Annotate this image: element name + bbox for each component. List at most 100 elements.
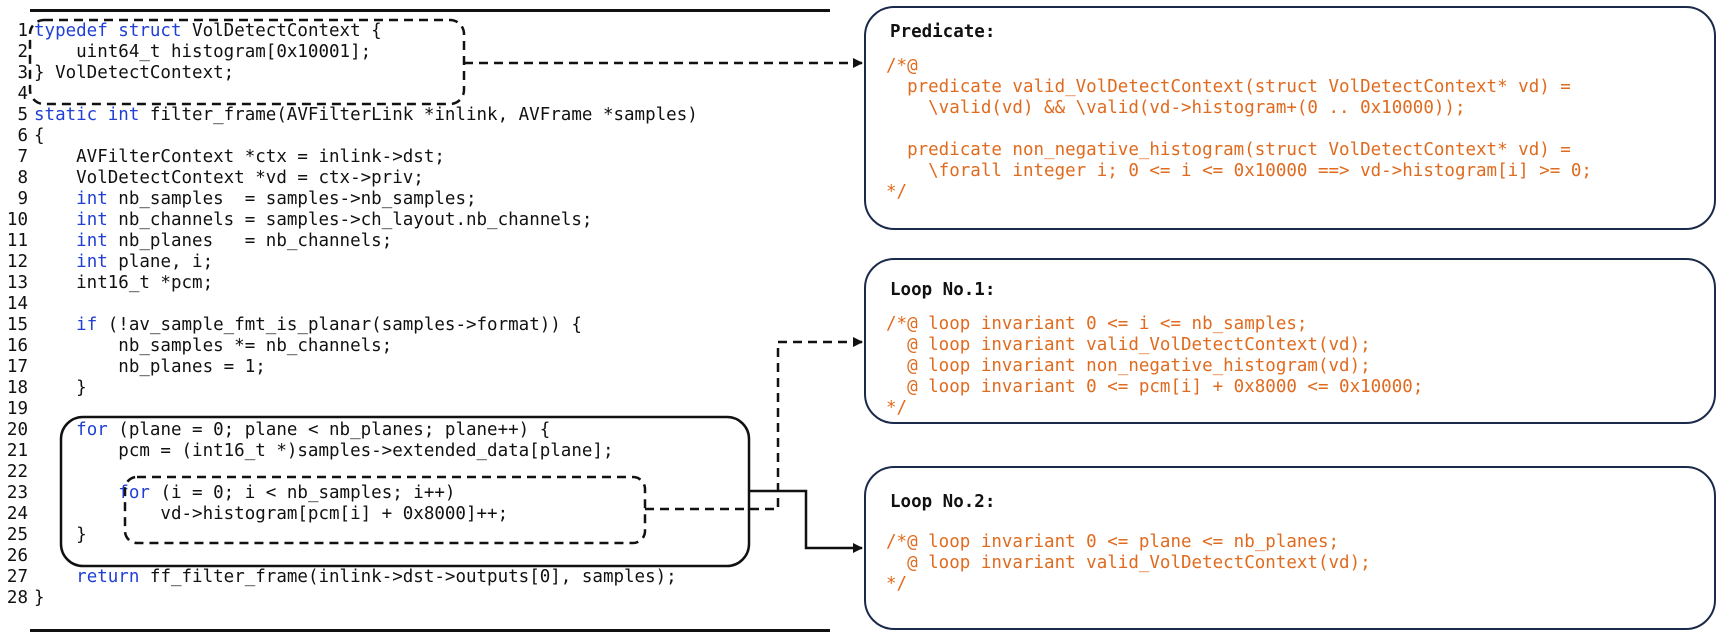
predicate-line: predicate valid_VolDetectContext(struct … (886, 77, 1571, 97)
code-text: for (plane = 0; plane < nb_planes; plane… (34, 420, 550, 441)
code-token: VolDetectContext *vd = ctx->priv; (34, 168, 424, 188)
code-line: 15 if (!av_sample_fmt_is_planar(samples-… (6, 315, 846, 336)
code-token (34, 210, 76, 230)
code-text: } (34, 588, 45, 609)
line-number: 12 (6, 252, 28, 272)
code-keyword: int (76, 231, 108, 251)
code-token: int16_t *pcm; (34, 273, 214, 293)
code-text: nb_planes = 1; (34, 357, 266, 378)
code-token (34, 567, 76, 587)
line-number: 4 (17, 84, 28, 104)
code-token: nb_planes = 1; (34, 357, 266, 377)
code-token: nb_channels = samples->ch_layout.nb_chan… (107, 210, 593, 230)
code-line: 12 int plane, i; (6, 252, 846, 273)
loop1-panel-title: Loop No.1: (890, 280, 996, 300)
predicate-panel: Predicate: /*@ predicate valid_VolDetect… (864, 6, 1716, 230)
code-line: 7 AVFilterContext *ctx = inlink->dst; (6, 147, 846, 168)
code-text: } VolDetectContext; (34, 63, 234, 84)
code-line: 25 } (6, 525, 846, 546)
code-line: 6{ (6, 126, 846, 147)
code-line: 5 static int filter_frame(AVFilterLink *i… (6, 105, 846, 126)
code-token: vd->histogram[pcm[i] + 0x8000]++; (34, 504, 509, 524)
line-number: 3 (17, 63, 28, 83)
code-text: typedef struct VolDetectContext { (34, 21, 382, 42)
loop2-line: @ loop invariant valid_VolDetectContext(… (886, 553, 1371, 573)
code-token: VolDetectContext { (181, 21, 382, 41)
line-number: 26 (6, 546, 28, 566)
code-text: AVFilterContext *ctx = inlink->dst; (34, 147, 445, 168)
predicate-line: \forall integer i; 0 <= i <= 0x10000 ==>… (886, 161, 1592, 181)
bottom-rule (30, 629, 830, 632)
loop1-line: /*@ loop invariant 0 <= i <= nb_samples; (886, 314, 1308, 334)
code-text: for (i = 0; i < nb_samples; i++) (34, 483, 455, 504)
code-token (34, 315, 76, 335)
code-keyword: int (76, 189, 108, 209)
code-keyword: int (76, 210, 108, 230)
loop1-line: @ loop invariant valid_VolDetectContext(… (886, 335, 1371, 355)
code-text: int plane, i; (34, 252, 213, 273)
code-token (34, 231, 76, 251)
loop2-panel-title: Loop No.2: (890, 492, 996, 512)
predicate-line: /*@ (886, 56, 918, 76)
loop1-line: @ loop invariant 0 <= pcm[i] + 0x8000 <=… (886, 377, 1424, 397)
loop2-line: */ (886, 574, 908, 594)
top-rule (30, 9, 830, 12)
line-number: 11 (6, 231, 28, 251)
predicate-panel-title: Predicate: (890, 22, 996, 42)
code-line: 3 } VolDetectContext; (6, 63, 846, 84)
code-line: 16 nb_samples *= nb_channels; (6, 336, 846, 357)
predicate-line: \valid(vd) && \valid(vd->histogram+(0 ..… (886, 98, 1466, 118)
code-line: 10 int nb_channels = samples->ch_layout.… (6, 210, 846, 231)
code-keyword: static int (34, 105, 140, 125)
code-token: nb_planes = nb_channels; (107, 231, 393, 251)
code-token: nb_samples *= nb_channels; (34, 336, 393, 356)
code-text: VolDetectContext *vd = ctx->priv; (34, 168, 424, 189)
line-number: 23 (6, 483, 28, 503)
code-keyword: typedef struct (34, 21, 182, 41)
code-line: 4 (6, 84, 846, 105)
code-token: } (34, 588, 45, 608)
loop2-panel: Loop No.2: /*@ loop invariant 0 <= plane… (864, 466, 1716, 630)
line-number: 13 (6, 273, 28, 293)
code-line: 14 (6, 294, 846, 315)
code-token: plane, i; (107, 252, 214, 272)
line-number: 20 (6, 420, 28, 440)
loop1-panel: Loop No.1: /*@ loop invariant 0 <= i <= … (864, 258, 1716, 424)
code-keyword: return (76, 567, 140, 587)
code-text: int nb_planes = nb_channels; (34, 231, 392, 252)
code-token: nb_samples = samples->nb_samples; (107, 189, 477, 209)
code-text: return ff_filter_frame(inlink->dst->outp… (34, 567, 677, 588)
line-number: 25 (6, 525, 28, 545)
code-line: 21 pcm = (int16_t *)samples->extended_da… (6, 441, 846, 462)
code-line: 8 VolDetectContext *vd = ctx->priv; (6, 168, 846, 189)
loop1-line: */ (886, 398, 908, 418)
code-text: int nb_channels = samples->ch_layout.nb_… (34, 210, 592, 231)
code-line: 28} (6, 588, 846, 609)
line-number: 18 (6, 378, 28, 398)
line-number: 5 (17, 105, 28, 125)
line-number: 10 (6, 210, 28, 230)
code-text: static int filter_frame(AVFilterLink *in… (34, 105, 698, 126)
code-text: pcm = (int16_t *)samples->extended_data[… (34, 441, 613, 462)
line-number: 15 (6, 315, 28, 335)
code-text: vd->histogram[pcm[i] + 0x8000]++; (34, 504, 508, 525)
code-text: } (34, 378, 87, 399)
code-token: (plane = 0; plane < nb_planes; plane++) … (107, 420, 551, 440)
code-token: } VolDetectContext; (34, 63, 235, 83)
line-number: 8 (17, 168, 28, 188)
line-number: 14 (6, 294, 28, 314)
code-line: 22 (6, 462, 846, 483)
code-text: int nb_samples = samples->nb_samples; (34, 189, 477, 210)
code-text: if (!av_sample_fmt_is_planar(samples->fo… (34, 315, 582, 336)
line-number: 22 (6, 462, 28, 482)
line-number: 16 (6, 336, 28, 356)
code-line: 20 for (plane = 0; plane < nb_planes; pl… (6, 420, 846, 441)
code-keyword: for (118, 483, 150, 503)
code-token: } (34, 525, 87, 545)
code-line: 17 nb_planes = 1; (6, 357, 846, 378)
code-line: 11 int nb_planes = nb_channels; (6, 231, 846, 252)
code-token: AVFilterContext *ctx = inlink->dst; (34, 147, 445, 167)
code-line: 24 vd->histogram[pcm[i] + 0x8000]++; (6, 504, 846, 525)
